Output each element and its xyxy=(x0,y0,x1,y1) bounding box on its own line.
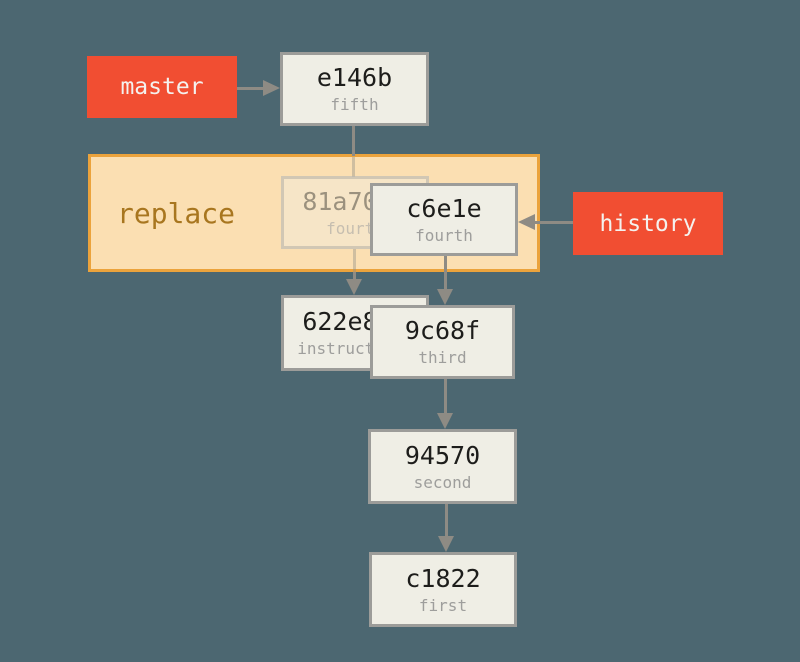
branch-label-history: history xyxy=(573,192,723,255)
commit-message: second xyxy=(413,472,472,492)
edge-c6e1e-to-9c68f-arrowhead xyxy=(437,289,453,305)
commit-box-e146b: e146b fifth xyxy=(280,52,429,126)
edge-e146b-down-line xyxy=(352,126,355,156)
commit-box-c1822: c1822 first xyxy=(369,552,517,627)
edge-94570-to-c1822-arrowhead xyxy=(438,536,454,552)
edge-c6e1e-to-9c68f-line xyxy=(444,256,447,290)
commit-message: third xyxy=(418,348,467,367)
commit-box-9c68f: 9c68f third xyxy=(370,305,515,379)
edge-history-to-c6e1e-arrowhead xyxy=(518,214,535,230)
commit-hash: e146b xyxy=(316,63,393,92)
edge-9c68f-to-94570-line xyxy=(444,379,447,414)
commit-box-c6e1e: c6e1e fourth xyxy=(370,183,518,256)
commit-box-94570: 94570 second xyxy=(368,429,517,504)
commit-hash: c6e1e xyxy=(406,193,482,223)
edge-master-to-e146b-arrowhead xyxy=(263,80,280,96)
edge-master-to-e146b-line xyxy=(237,87,265,90)
commit-message: fourth xyxy=(415,225,473,245)
commit-message: fifth xyxy=(330,95,379,114)
replace-region-label: replace xyxy=(117,196,236,230)
branch-label-master: master xyxy=(87,56,237,118)
edge-81a708d-to-622e88e-faded-segment xyxy=(353,249,356,272)
edge-to-622e88e-arrowhead xyxy=(346,279,362,295)
commit-hash: 94570 xyxy=(404,440,481,470)
commit-message: first xyxy=(418,595,468,615)
edge-94570-to-c1822-line xyxy=(445,504,448,537)
edge-9c68f-to-94570-arrowhead xyxy=(437,413,453,429)
commit-hash: c1822 xyxy=(405,563,481,593)
edge-to-622e88e-line xyxy=(353,272,356,283)
commit-message: fourth xyxy=(326,218,384,238)
edge-history-to-c6e1e-line xyxy=(535,221,573,224)
commit-hash: 9c68f xyxy=(404,316,481,345)
edge-e146b-to-81a708d-faded-segment xyxy=(352,157,355,177)
